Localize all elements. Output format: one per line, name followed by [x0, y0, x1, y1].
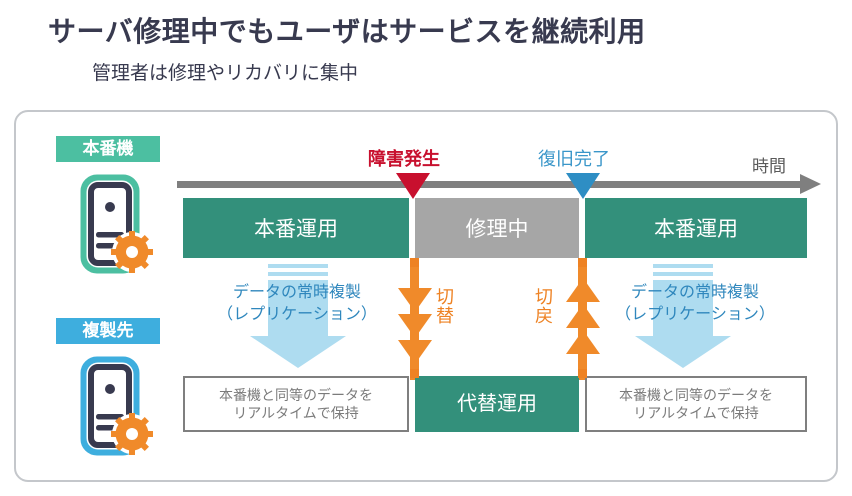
switchback-label-right-char2: 戻 — [535, 305, 553, 326]
replication-label-right-line1: データの常時複製 — [630, 284, 759, 301]
replica-state-box-standby-2-line2: リアルタイムで保持 — [633, 405, 759, 421]
triangle-down-icon-failure — [396, 173, 430, 199]
page-title: サーバ修理中でもユーザはサービスを継続利用 — [48, 16, 646, 47]
replication-label-left: データの常時複製 （レプリケーション） — [192, 282, 402, 325]
switchover-label-left: 切 替 — [434, 288, 456, 326]
replication-label-left-line1: データの常時複製 — [232, 284, 361, 301]
connector-nub-4 — [578, 369, 587, 378]
switchover-label-left-char1: 切 — [436, 287, 454, 307]
connector-nub-3 — [578, 258, 587, 267]
server-gear-icon-production — [58, 174, 162, 280]
page-subtitle: 管理者は修理やリカバリに集中 — [92, 63, 359, 84]
time-axis-label: 時間 — [752, 157, 786, 176]
block-arrow-down-icon-left — [210, 264, 386, 370]
connector-nub-1 — [410, 258, 419, 267]
replication-label-right-line2: （レプリケーション） — [615, 305, 775, 323]
arrow-right-icon — [800, 174, 821, 194]
phase-bar-production-2: 本番運用 — [585, 198, 807, 258]
triangle-down-icon-recovery — [566, 173, 600, 199]
replica-state-box-standby-1-line2: リアルタイムで保持 — [233, 405, 359, 421]
switchback-label-right: 切 戻 — [533, 288, 555, 326]
phase-bar-repair: 修理中 — [415, 198, 579, 258]
switchover-label-left-char2: 替 — [436, 305, 454, 326]
replica-state-box-standby-2: 本番機と同等のデータを リアルタイムで保持 — [585, 376, 807, 432]
switchback-label-right-char1: 切 — [535, 287, 553, 307]
replica-state-box-standby-2-line1: 本番機と同等のデータを — [619, 386, 773, 403]
replica-state-box-standby-1: 本番機と同等のデータを リアルタイムで保持 — [183, 376, 409, 432]
connector-nub-2 — [410, 369, 419, 378]
event-label-recovery: 復旧完了 — [538, 149, 610, 169]
server-gear-icon-replica — [58, 356, 162, 462]
replica-state-box-active: 代替運用 — [415, 376, 579, 432]
chevron-arrow-up-icon-switchback — [561, 262, 605, 380]
replication-label-left-line2: （レプリケーション） — [217, 305, 377, 323]
block-arrow-down-icon-right — [595, 264, 771, 370]
badge-production: 本番機 — [56, 136, 160, 162]
phase-bar-production-1: 本番運用 — [183, 198, 409, 258]
chevron-arrow-down-icon-switchover — [393, 262, 437, 380]
replication-label-right: データの常時複製 （レプリケーション） — [590, 282, 800, 325]
badge-replica: 複製先 — [56, 318, 160, 344]
time-axis-line — [177, 181, 805, 188]
event-label-failure: 障害発生 — [368, 149, 440, 169]
replica-state-box-standby-1-line1: 本番機と同等のデータを — [219, 386, 373, 403]
